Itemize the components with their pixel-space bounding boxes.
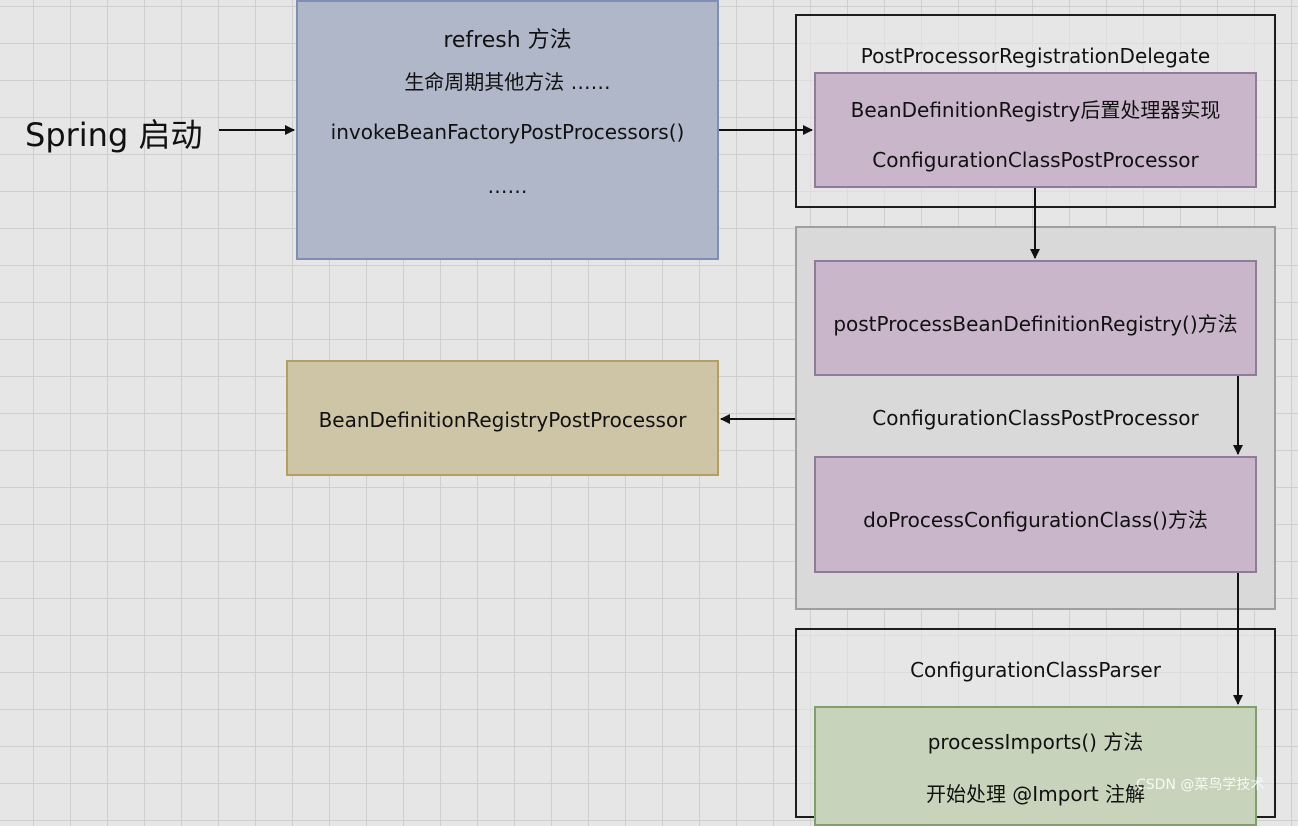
lifecycle-methods-text: 生命周期其他方法 …… [404,70,611,94]
delegate-title: PostProcessorRegistrationDelegate [860,44,1211,68]
invoke-bean-factory-post-processors-text: invokeBeanFactoryPostProcessors() [330,120,685,144]
post-process-bean-definition-registry-box: postProcessBeanDefinitionRegistry()方法 [814,260,1257,376]
refresh-method-box: refresh 方法 生命周期其他方法 …… invokeBeanFactory… [296,0,719,260]
process-imports-text: processImports() 方法 [927,730,1144,754]
refresh-title: refresh 方法 [443,28,572,53]
parser-title: ConfigurationClassParser [910,658,1161,682]
do-process-method-text: doProcessConfigurationClass()方法 [863,508,1208,532]
registry-post-processor-impl-box: BeanDefinitionRegistry后置处理器实现 Configurat… [814,72,1257,188]
watermark: CSDN @菜鸟学技术 [1136,777,1265,793]
spring-start-label: Spring 启动 [25,116,203,154]
ccpp-impl-text: ConfigurationClassPostProcessor [872,148,1199,172]
ccpp-label: ConfigurationClassPostProcessor [872,406,1199,430]
registry-pp-text: BeanDefinitionRegistryPostProcessor [318,408,687,432]
registry-impl-text: BeanDefinitionRegistry后置处理器实现 [850,98,1221,122]
ellipsis-text: …… [487,174,528,198]
post-process-method-text: postProcessBeanDefinitionRegistry()方法 [833,312,1238,336]
do-process-configuration-class-box: doProcessConfigurationClass()方法 [814,456,1257,573]
connector-arrows [219,125,1243,705]
import-annotation-text: 开始处理 @Import 注解 [925,782,1146,806]
bean-definition-registry-post-processor-box: BeanDefinitionRegistryPostProcessor [286,360,719,476]
